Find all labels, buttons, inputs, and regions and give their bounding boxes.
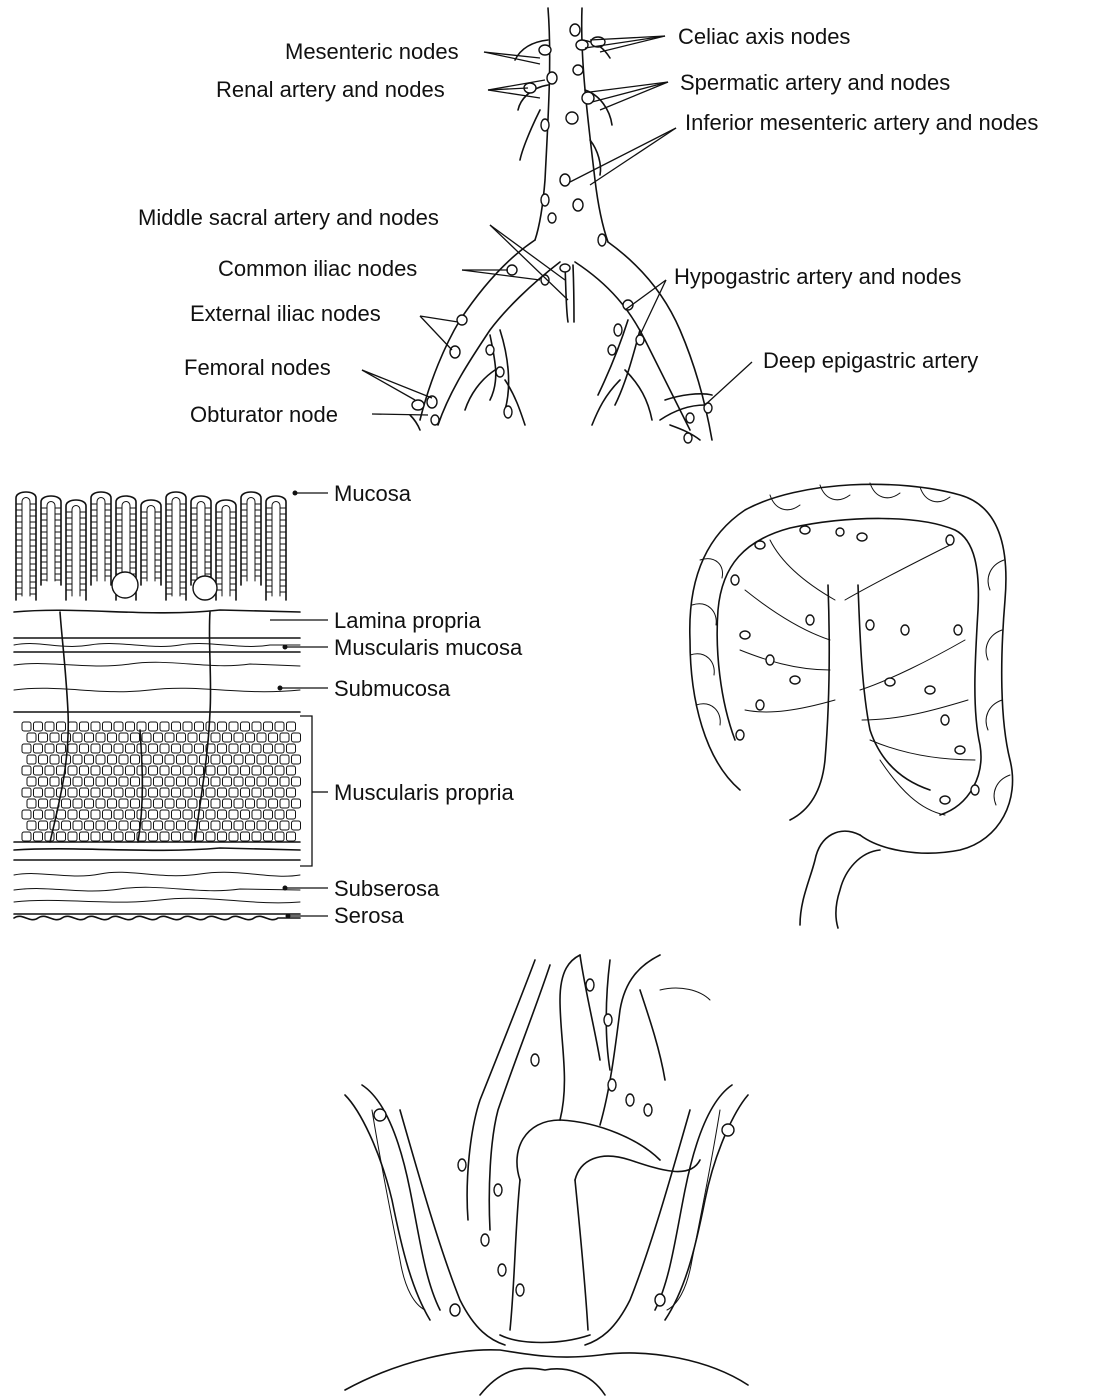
pelvic-outline [345,955,748,1395]
